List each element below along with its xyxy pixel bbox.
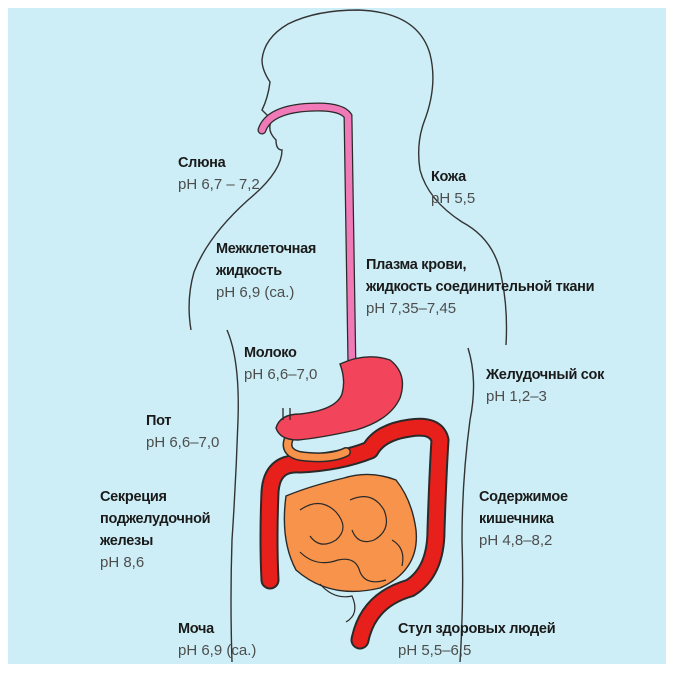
label-sweat: Пот pH 6,6–7,0	[146, 410, 219, 454]
left-arm-outline	[227, 330, 238, 662]
saliva-ph: pH 6,7 – 7,2	[178, 174, 260, 196]
interstitial-name-2: жидкость	[216, 260, 316, 282]
label-saliva: Слюна pH 6,7 – 7,2	[178, 152, 260, 196]
interstitial-name-1: Межклеточная	[216, 238, 316, 260]
stool-ph: pH 5,5–6,5	[398, 640, 555, 662]
saliva-name: Слюна	[178, 152, 260, 174]
urine-name: Моча	[178, 618, 256, 640]
label-stool: Стул здоровых людей pH 5,5–6,5	[398, 618, 555, 662]
pancreas-name-1: Секреция	[100, 486, 210, 508]
label-urine: Моча pH 6,9 (ca.)	[178, 618, 256, 662]
sweat-name: Пот	[146, 410, 219, 432]
sweat-ph: pH 6,6–7,0	[146, 432, 219, 454]
plasma-name-2: жидкость соединительной ткани	[366, 276, 594, 298]
intestine-ph: pH 4,8–8,2	[479, 530, 568, 552]
milk-name: Молоко	[244, 342, 317, 364]
skin-ph: pH 5,5	[431, 188, 475, 210]
milk-ph: pH 6,6–7,0	[244, 364, 317, 386]
diagram-panel: Слюна pH 6,7 – 7,2 Кожа pH 5,5 Межклеточ…	[8, 8, 666, 664]
label-gastric-juice: Желудочный сок pH 1,2–3	[486, 364, 604, 408]
label-skin: Кожа pH 5,5	[431, 166, 475, 210]
label-pancreatic-secretion: Секреция поджелудочной железы pH 8,6	[100, 486, 210, 574]
intestine-name-2: кишечника	[479, 508, 568, 530]
plasma-name-1: Плазма крови,	[366, 254, 594, 276]
small-intestine	[284, 474, 416, 591]
right-arm-outline	[460, 348, 474, 662]
stool-name: Стул здоровых людей	[398, 618, 555, 640]
gastric-ph: pH 1,2–3	[486, 386, 604, 408]
gastric-name: Желудочный сок	[486, 364, 604, 386]
pancreas-name-2: поджелудочной	[100, 508, 210, 530]
skin-name: Кожа	[431, 166, 475, 188]
urine-ph: pH 6,9 (ca.)	[178, 640, 256, 662]
label-blood-plasma: Плазма крови, жидкость соединительной тк…	[366, 254, 594, 320]
pancreas-name-3: железы	[100, 530, 210, 552]
label-milk: Молоко pH 6,6–7,0	[244, 342, 317, 386]
label-interstitial-fluid: Межклеточная жидкость pH 6,9 (ca.)	[216, 238, 316, 304]
label-intestinal-contents: Содержимое кишечника pH 4,8–8,2	[479, 486, 568, 552]
pancreas-ph: pH 8,6	[100, 552, 210, 574]
plasma-ph: pH 7,35–7,45	[366, 298, 594, 320]
intestine-name-1: Содержимое	[479, 486, 568, 508]
interstitial-ph: pH 6,9 (ca.)	[216, 282, 316, 304]
